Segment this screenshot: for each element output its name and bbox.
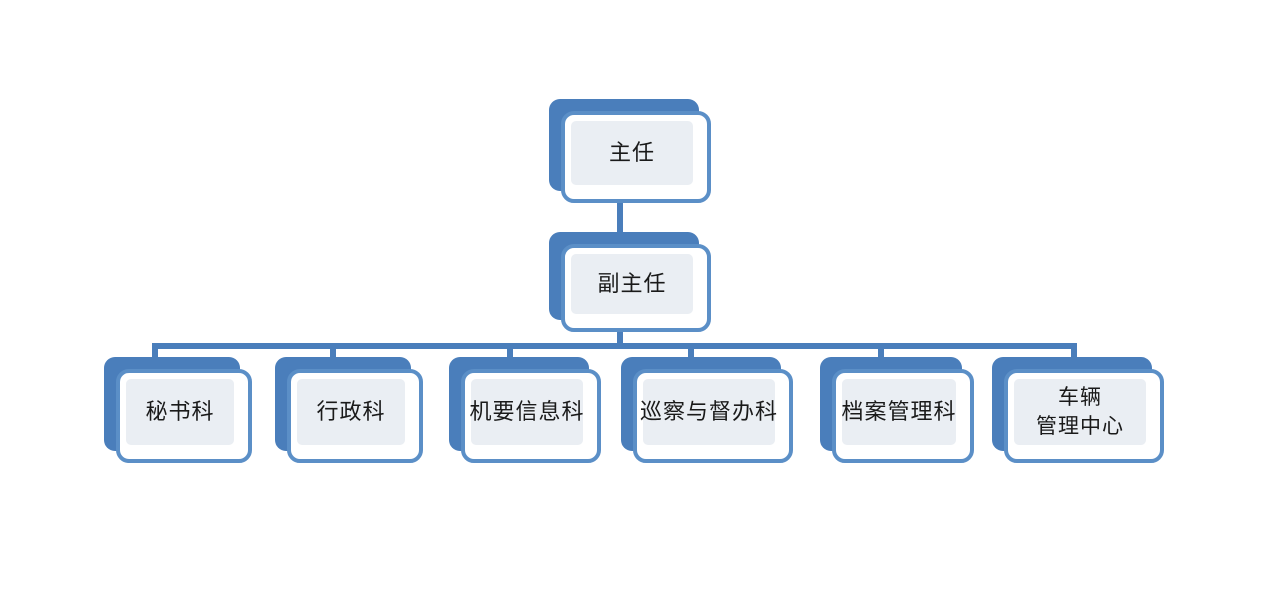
connector-director-to-deputy-stem [617, 192, 623, 236]
node-card: 巡察与督办科 [633, 369, 793, 463]
node-card: 副主任 [561, 244, 711, 332]
org-node-inspection-supervision-section[interactable]: 巡察与督办科 [621, 357, 793, 463]
node-label: 副主任 [597, 270, 667, 296]
node-label: 秘书科 [145, 398, 215, 424]
connector-drop-secretariat [152, 343, 158, 359]
org-node-archives-management-section[interactable]: 档案管理科 [820, 357, 974, 463]
connector-drop-vehicle [1071, 343, 1077, 359]
node-inner-panel [643, 379, 775, 445]
node-inner-panel [126, 379, 234, 445]
node-label: 机要信息科 [469, 398, 585, 424]
node-inner-panel [571, 254, 693, 314]
node-card: 车辆 管理中心 [1004, 369, 1164, 463]
node-card: 行政科 [287, 369, 423, 463]
node-label: 主任 [608, 139, 655, 165]
node-inner-panel [471, 379, 583, 445]
node-inner-panel [842, 379, 956, 445]
org-node-secretariat-section[interactable]: 秘书科 [104, 357, 252, 463]
node-label: 行政科 [316, 398, 386, 424]
org-node-vehicle-management-center[interactable]: 车辆 管理中心 [992, 357, 1164, 463]
org-node-confidential-information-section[interactable]: 机要信息科 [449, 357, 601, 463]
connector-sibling-bus [152, 343, 1077, 349]
connector-drop-inspection [688, 343, 694, 359]
node-card: 秘书科 [116, 369, 252, 463]
node-card: 档案管理科 [832, 369, 974, 463]
node-label: 档案管理科 [841, 398, 957, 424]
node-inner-panel [297, 379, 405, 445]
node-inner-panel [571, 121, 693, 185]
org-node-administration-section[interactable]: 行政科 [275, 357, 423, 463]
node-inner-panel [1014, 379, 1146, 445]
connector-drop-confidential [507, 343, 513, 359]
node-label: 车辆 管理中心 [1036, 385, 1124, 438]
node-card: 机要信息科 [461, 369, 601, 463]
org-node-director[interactable]: 主任 [549, 99, 711, 203]
org-node-deputy-director[interactable]: 副主任 [549, 232, 711, 332]
connector-drop-archives [878, 343, 884, 359]
node-label: 巡察与督办科 [639, 398, 778, 424]
connector-deputy-down-stem [617, 322, 623, 348]
node-card: 主任 [561, 111, 711, 203]
connector-drop-administration [330, 343, 336, 359]
